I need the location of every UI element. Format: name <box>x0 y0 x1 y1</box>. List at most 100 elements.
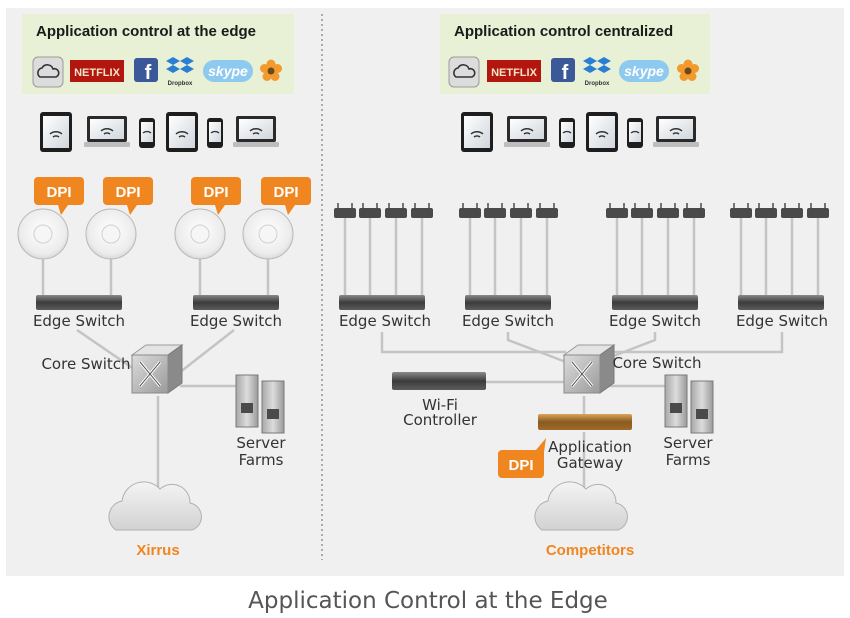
svg-text:f: f <box>562 62 569 84</box>
svg-text:Edge Switch: Edge Switch <box>736 312 828 330</box>
svg-text:Edge Switch: Edge Switch <box>190 312 282 330</box>
svg-text:NETFLIX: NETFLIX <box>74 67 120 79</box>
svg-text:Competitors: Competitors <box>546 542 634 559</box>
right-panel: Application control centralized <box>334 14 829 559</box>
right-edge-switch: Edge Switch <box>462 295 554 330</box>
svg-text:Farms: Farms <box>239 451 284 469</box>
left-core-switch: Core Switch <box>41 344 184 394</box>
left-cloud: Xirrus <box>108 481 202 559</box>
svg-text:DPI: DPI <box>203 184 228 201</box>
access-point <box>17 208 69 260</box>
svg-text:Controller: Controller <box>403 411 478 429</box>
svg-text:NETFLIX: NETFLIX <box>491 67 537 79</box>
right-panel-title: Application control centralized <box>454 23 673 40</box>
facebook-icon: f <box>134 58 158 84</box>
svg-text:skype: skype <box>208 63 248 79</box>
svg-text:Server: Server <box>663 434 713 452</box>
panel-background <box>6 8 844 576</box>
phone-icon <box>207 118 223 148</box>
right-server-farm: Server Farms <box>663 374 714 469</box>
laptop-icon <box>84 116 130 147</box>
left-panel-title: Application control at the edge <box>36 23 256 40</box>
left-app-icons: NETFLIX f Dropbox skype <box>32 56 282 88</box>
right-devices <box>461 112 699 152</box>
dpi-callout: DPI <box>34 177 84 215</box>
dropbox-icon: Dropbox <box>583 57 611 87</box>
right-thin-aps <box>334 203 829 218</box>
dpi-callout: DPI <box>103 177 153 215</box>
svg-text:DPI: DPI <box>273 184 298 201</box>
phone-icon <box>627 118 643 148</box>
access-point <box>85 208 137 260</box>
right-edge-switch: Edge Switch <box>609 295 701 330</box>
facebook-icon: f <box>551 58 575 84</box>
thin-ap <box>385 203 407 218</box>
netflix-logo: NETFLIX <box>70 60 124 82</box>
left-edge-switch: Edge Switch <box>190 295 282 330</box>
right-app-icons: NETFLIX f Dropbox skype <box>448 56 699 88</box>
phone-icon <box>139 118 155 148</box>
tablet-icon <box>166 112 198 152</box>
svg-text:Application: Application <box>548 438 632 456</box>
thin-ap <box>657 203 679 218</box>
flower-app-icon <box>677 59 699 81</box>
svg-text:Wi-Fi: Wi-Fi <box>422 396 458 414</box>
svg-text:Core Switch: Core Switch <box>41 355 130 373</box>
svg-text:Edge Switch: Edge Switch <box>462 312 554 330</box>
left-devices <box>40 112 279 152</box>
svg-text:Server: Server <box>236 434 286 452</box>
icloud-icon <box>32 56 64 88</box>
svg-text:Edge Switch: Edge Switch <box>339 312 431 330</box>
thin-ap <box>411 203 433 218</box>
right-app-strip <box>440 14 710 94</box>
left-access-points: DPI DPI DPI DPI <box>17 177 311 260</box>
svg-text:Edge Switch: Edge Switch <box>609 312 701 330</box>
svg-text:Core Switch: Core Switch <box>612 354 701 372</box>
dpi-callout: DPI <box>261 177 311 215</box>
laptop-icon <box>653 116 699 147</box>
svg-text:Farms: Farms <box>666 451 711 469</box>
right-links <box>343 218 820 490</box>
netflix-logo: NETFLIX <box>487 60 541 82</box>
skype-logo: skype <box>619 60 669 82</box>
tablet-icon <box>586 112 618 152</box>
access-point <box>174 208 226 260</box>
dropbox-icon: Dropbox <box>166 57 194 87</box>
thin-ap <box>606 203 628 218</box>
svg-text:Dropbox: Dropbox <box>585 81 610 87</box>
svg-text:DPI: DPI <box>508 457 533 474</box>
application-gateway: Application Gateway <box>538 414 632 472</box>
right-core-switch: Core Switch <box>562 344 702 394</box>
right-edge-switch: Edge Switch <box>339 295 431 330</box>
figure-caption: Application Control at the Edge <box>248 588 608 614</box>
thin-ap <box>807 203 829 218</box>
tablet-icon <box>40 112 72 152</box>
wifi-controller: Wi-Fi Controller <box>392 372 486 429</box>
dpi-callout: DPI <box>498 438 546 478</box>
left-server-farm: Server Farms <box>235 374 286 469</box>
thin-ap <box>781 203 803 218</box>
svg-text:Edge Switch: Edge Switch <box>33 312 125 330</box>
left-app-strip <box>22 14 294 94</box>
svg-text:DPI: DPI <box>46 184 71 201</box>
right-edge-switch: Edge Switch <box>736 295 828 330</box>
svg-text:f: f <box>145 62 152 84</box>
phone-icon <box>559 118 575 148</box>
left-panel: Application control at the edge NETFLIX <box>17 14 311 559</box>
left-edge-switch: Edge Switch <box>33 295 125 330</box>
skype-logo: skype <box>203 60 253 82</box>
thin-ap <box>334 203 356 218</box>
svg-text:Xirrus: Xirrus <box>136 542 179 559</box>
access-point <box>242 208 294 260</box>
icloud-icon <box>448 56 480 88</box>
laptop-icon <box>504 116 550 147</box>
dpi-callout: DPI <box>191 177 241 215</box>
thin-ap <box>359 203 381 218</box>
svg-text:DPI: DPI <box>115 184 140 201</box>
thin-ap <box>631 203 653 218</box>
thin-ap <box>730 203 752 218</box>
svg-text:skype: skype <box>624 63 664 79</box>
svg-text:Gateway: Gateway <box>557 454 623 472</box>
laptop-icon <box>233 116 279 147</box>
